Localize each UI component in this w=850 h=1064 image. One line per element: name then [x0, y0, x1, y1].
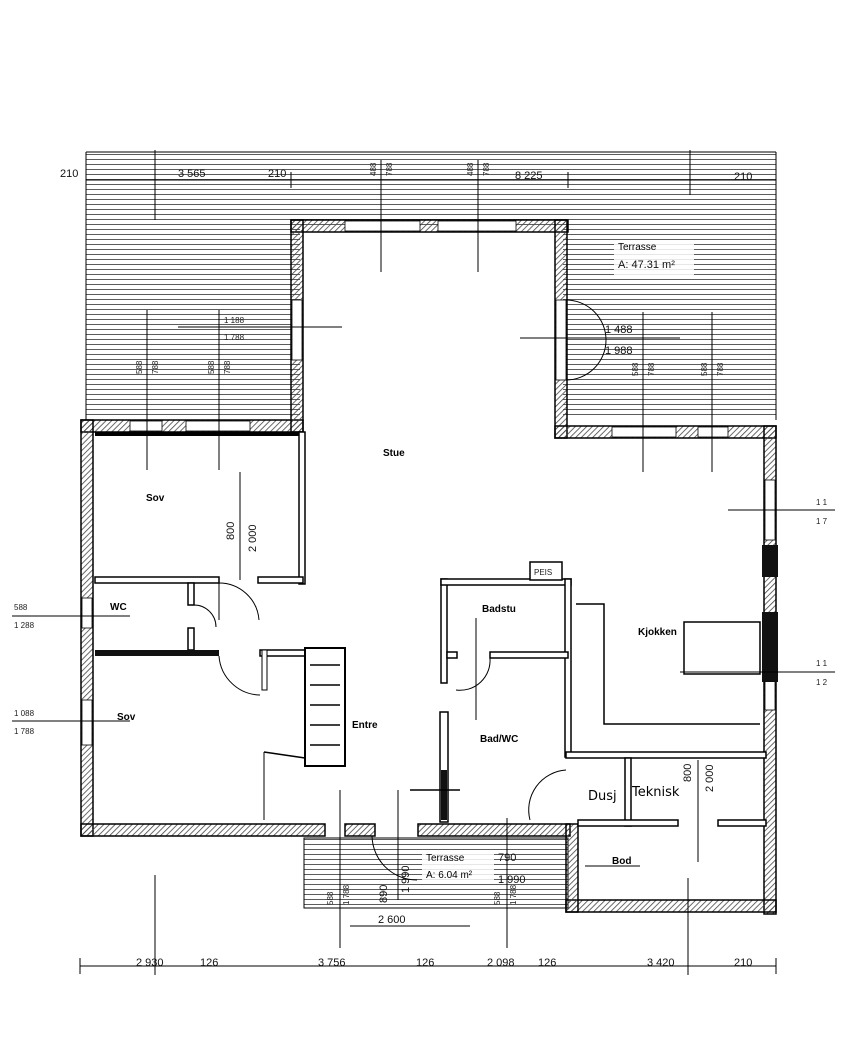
dimensions-bottom: 2 930 126 3 756 126 2 098 126 3 420 210: [136, 957, 752, 969]
room-labels: Stue Sov WC Sov Entre Badstu Bad/WC Kjok…: [110, 448, 680, 867]
dimensions-top: 210 3 565 210 8 225 210 488 788 488 788 …: [60, 162, 752, 376]
room-dusj: Dusj: [588, 789, 617, 804]
dim-win-r1: 588: [631, 362, 640, 376]
dim-door-top-1: 1 188: [224, 316, 245, 325]
dim-bot-6: 126: [538, 957, 556, 969]
room-bad-wc: Bad/WC: [480, 734, 518, 745]
dim-top-w1: 488: [369, 162, 378, 176]
interior-walls: [94, 431, 767, 827]
dim-bot-s3: 588: [493, 891, 502, 905]
dim-top-5: 210: [734, 171, 752, 183]
terrace-bottom: [303, 837, 569, 909]
terrace-top-area: A: 47.31 m²: [618, 259, 675, 271]
dim-left-a2: 1 288: [14, 621, 35, 630]
dimensions-sides: 588 1 288 1 088 1 788 1 1 1 7 1 1 1 2: [14, 498, 828, 736]
dim-top-3: 210: [268, 168, 286, 180]
dim-win-l2: 788: [151, 360, 160, 374]
dim-left-b1: 1 088: [14, 709, 35, 718]
dim-bot-5: 2 098: [487, 957, 515, 969]
room-kjokken: Kjokken: [638, 627, 677, 638]
dim-door-right-1: 1 488: [605, 324, 633, 336]
room-stue: Stue: [383, 448, 405, 459]
dim-bot-2: 126: [200, 957, 218, 969]
dim-win-r4: 788: [716, 362, 725, 376]
dim-left-b2: 1 788: [14, 727, 35, 736]
room-sov-bottom: Sov: [117, 712, 136, 723]
dim-bot-w1: 2 600: [378, 914, 406, 926]
dimension-lines: [12, 150, 835, 975]
dim-top-w2: 788: [385, 162, 394, 176]
dim-top-2: 3 565: [178, 168, 206, 180]
dim-win-l1: 588: [135, 360, 144, 374]
dim-bot-s1: 588: [326, 891, 335, 905]
dim-door-right-2: 1 988: [605, 345, 633, 357]
dim-win-l4: 788: [223, 360, 232, 374]
dim-teknisk-door-1: 800: [682, 764, 694, 782]
room-badstu: Badstu: [482, 604, 516, 615]
dim-bot-a2: 1 990: [400, 865, 412, 893]
dim-right-a2: 1 7: [816, 517, 828, 526]
terrace-bottom-area: A: 6.04 m²: [426, 870, 473, 881]
dim-win-l3: 588: [207, 360, 216, 374]
dim-bot-s2: 1 788: [342, 884, 351, 905]
room-teknisk: Teknisk: [631, 785, 680, 800]
dim-door-top-2: 1 788: [224, 333, 245, 342]
dim-bot-a1: 890: [378, 885, 390, 903]
dim-bot-3: 3 756: [318, 957, 346, 969]
terrace-bottom-label: Terrasse: [426, 853, 465, 864]
dim-win-r2: 788: [647, 362, 656, 376]
dim-sov-door-2: 2 000: [247, 524, 259, 552]
dim-bot-4: 126: [416, 957, 434, 969]
terrace-labels: Terrasse A: 47.31 m² Terrasse A: 6.04 m²: [422, 240, 694, 882]
house-footprint: [88, 226, 772, 908]
dim-teknisk-door-2: 2 000: [704, 764, 716, 792]
dim-bot-8: 210: [734, 957, 752, 969]
dim-bot-door-1: 790: [498, 852, 516, 864]
dim-right-b1: 1 1: [816, 659, 828, 668]
dim-top-1: 210: [60, 168, 78, 180]
peis-label: PEIS: [534, 568, 552, 577]
dim-win-r3: 588: [700, 362, 709, 376]
dim-left-a1: 588: [14, 603, 28, 612]
dim-bot-1: 2 930: [136, 957, 164, 969]
dimensions-interior: 800 2 000 800 2 000 790 1 990 890 1 990 …: [225, 522, 716, 926]
dim-top-w3: 488: [466, 162, 475, 176]
dim-right-a1: 1 1: [816, 498, 828, 507]
dim-sov-door-1: 800: [225, 522, 237, 540]
dim-top-w4: 788: [482, 162, 491, 176]
dim-top-4: 8 225: [515, 170, 543, 182]
door-swings: [193, 299, 607, 881]
dim-bot-s4: 1 788: [509, 884, 518, 905]
room-bod: Bod: [612, 856, 631, 867]
dim-bot-door-2: 1 990: [498, 874, 526, 886]
room-wc: WC: [110, 602, 127, 613]
room-sov-top: Sov: [146, 493, 165, 504]
room-entre: Entre: [352, 720, 378, 731]
dim-right-b2: 1 2: [816, 678, 828, 687]
terrace-top-label: Terrasse: [618, 242, 657, 253]
dim-bot-7: 3 420: [647, 957, 675, 969]
